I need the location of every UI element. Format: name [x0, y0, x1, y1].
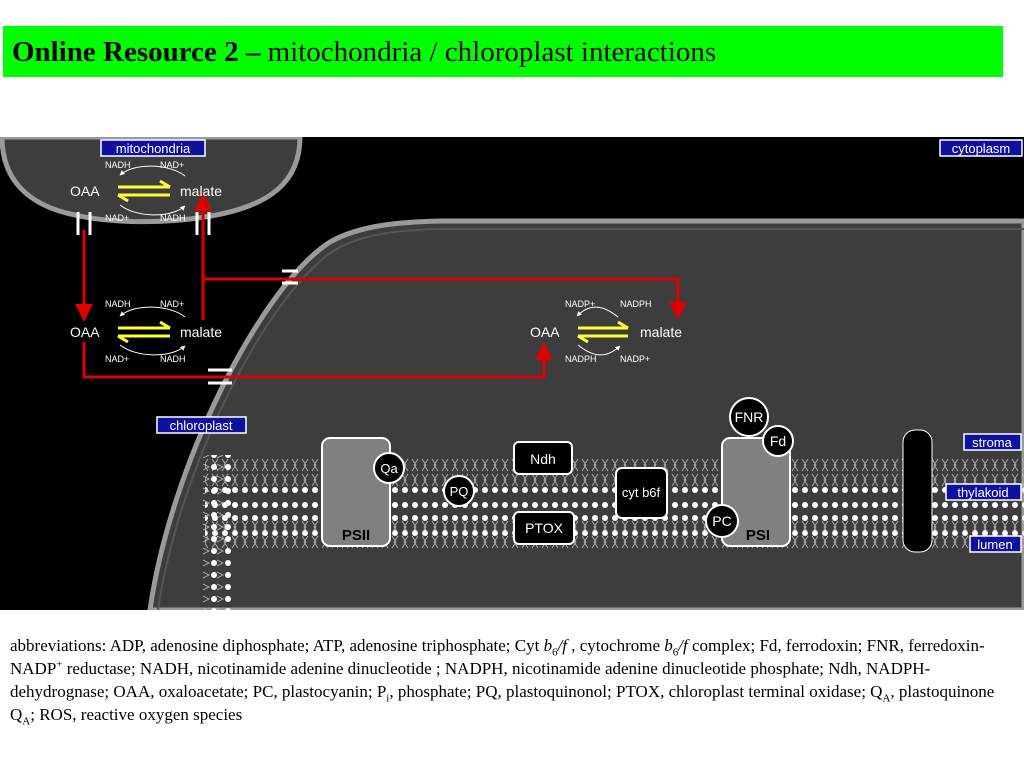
abbrev-6-a: 6	[552, 646, 558, 659]
abbrev-part: complex; Fd, ferrodoxin; FNR, ferredoxin…	[10, 636, 985, 678]
membrane-channel	[902, 429, 933, 553]
qa-site	[373, 452, 405, 484]
mito-nad-bottom: NAD+	[105, 213, 129, 223]
chloro-nad-nad-top: NAD+	[160, 299, 184, 309]
chloro-nad-malate: malate	[180, 324, 222, 340]
chloro-nadp-oaa: OAA	[530, 324, 560, 340]
pc-protein	[705, 504, 739, 538]
grana-stack	[203, 455, 231, 610]
abbrev-part: , cytochrome	[567, 636, 665, 655]
abbrev-i: i	[386, 692, 390, 705]
fnr-enzyme	[729, 397, 769, 437]
abbreviations-text: abbreviations: ADP, adenosine diphosphat…	[10, 634, 1018, 728]
cytb6f-complex	[615, 467, 668, 519]
cofactor-arrows	[119, 165, 621, 356]
label-cytoplasm: cytoplasm	[952, 141, 1011, 156]
mitochondria-body	[0, 137, 303, 225]
chloro-nad-nadh-top: NADH	[105, 299, 131, 309]
transport-arrows	[75, 193, 687, 379]
abbrev-A1: A	[882, 692, 891, 705]
chloro-nad-nadh-bottom: NADH	[160, 354, 186, 364]
chloro-nadp-nadp-bottom: NADP+	[620, 354, 650, 364]
abbrev-A2: A	[22, 715, 31, 728]
label-stroma: stroma	[972, 435, 1013, 450]
abbrev-b6-b: b	[664, 636, 673, 655]
abbrev-6-b: 6	[672, 646, 679, 659]
fd-protein	[762, 425, 794, 457]
mito-malate: malate	[180, 183, 222, 199]
chloro-nadp-nadph-top: NADPH	[620, 299, 652, 309]
label-chloroplast: chloroplast	[170, 418, 233, 433]
page-title: Online Resource 2 – mitochondria / chlor…	[12, 36, 716, 69]
ndh-complex	[513, 441, 573, 475]
mito-nad-top: NAD+	[160, 160, 184, 170]
label-mitochondria: mitochondria	[116, 141, 191, 156]
title-bold: Online Resource 2 –	[12, 36, 261, 68]
mito-reaction: OAA malate NADH NAD+ NAD+ NADH	[70, 160, 222, 223]
fnr-label: FNR	[735, 409, 764, 425]
pq-label: PQ	[450, 484, 469, 499]
abbrev-part: , phosphate; PQ, plastoquinonol; PTOX, c…	[389, 682, 883, 701]
equilibrium-arrows	[117, 179, 629, 344]
mito-nadh-top: NADH	[105, 160, 131, 170]
fd-label: Fd	[770, 433, 786, 449]
ptox-label: PTOX	[525, 520, 564, 536]
chloro-nad-reaction: OAA malate NADH NAD+ NAD+ NADH	[70, 299, 222, 364]
cytb6f-label: cyt b6f	[622, 485, 661, 500]
mitochondria-chloroplast-diagram: OAA malate NADH NAD+ NAD+ NADH OAA malat…	[0, 137, 1024, 610]
mito-nadh-bottom: NADH	[160, 213, 186, 223]
abbrev-f-b: /f	[678, 636, 688, 655]
psi-complex	[721, 437, 791, 547]
chloroplast-inner-membrane	[157, 228, 1024, 610]
abbrev-f-a: /f	[557, 636, 568, 655]
title-bar: Online Resource 2 – mitochondria / chlor…	[3, 26, 1003, 77]
ndh-label: Ndh	[530, 451, 556, 467]
abbrev-part: reductase; NADH, nicotinamide adenine di…	[10, 659, 931, 701]
chloro-nadp-nadph-bottom: NADPH	[565, 354, 597, 364]
title-rest: mitochondria / chloroplast interactions	[260, 36, 717, 68]
pc-label: PC	[712, 513, 731, 529]
mito-oaa: OAA	[70, 183, 100, 199]
abbrev-part: ; ROS, reactive oxygen species	[30, 705, 243, 724]
pq-pool	[443, 475, 475, 507]
chloro-nadp-malate: malate	[640, 324, 682, 340]
chloro-nadp-reaction: OAA malate NADP+ NADPH NADPH NADP+	[530, 299, 682, 364]
abbrev-b6-a: b	[543, 636, 553, 655]
psi-label: PSI	[746, 527, 770, 544]
membrane-transporters	[76, 212, 298, 385]
abbrev-plus: +	[56, 658, 63, 671]
compartment-labels: mitochondria cytoplasm chloroplast strom…	[100, 139, 1023, 553]
qa-label: Qa	[380, 461, 398, 476]
chloro-nad-oaa: OAA	[70, 324, 100, 340]
ptox-complex	[513, 511, 575, 545]
abbrev-part: , plastoquinone Q	[10, 682, 995, 724]
psii-label: PSII	[342, 527, 370, 544]
chloro-nad-nad-bottom: NAD+	[105, 354, 129, 364]
abbrev-part: abbreviations: ADP, adenosine diphosphat…	[10, 636, 544, 655]
chloro-nadp-nadp-top: NADP+	[565, 299, 595, 309]
psii-complex	[321, 437, 391, 547]
label-lumen: lumen	[977, 537, 1012, 552]
label-thylakoid: thylakoid	[957, 485, 1008, 500]
